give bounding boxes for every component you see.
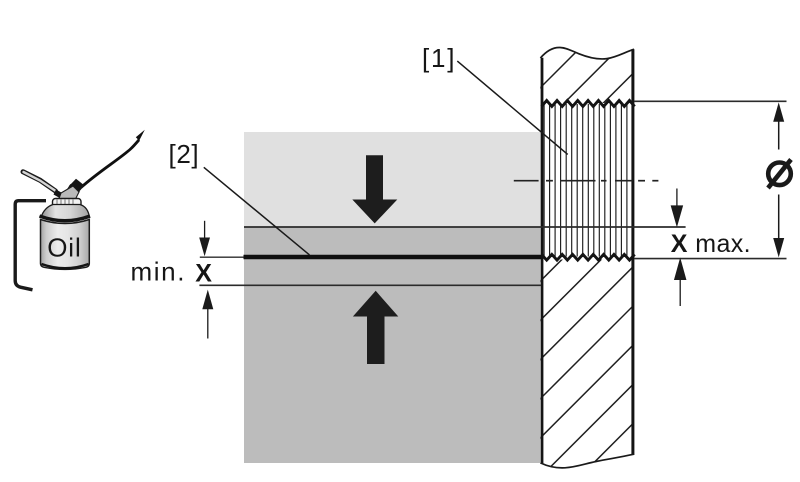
svg-text:[1]: [1]: [422, 43, 456, 73]
svg-text:X: X: [195, 259, 212, 287]
svg-text:[2]: [2]: [169, 139, 200, 169]
svg-text:Oil: Oil: [47, 232, 81, 262]
svg-text:min.: min.: [131, 256, 187, 286]
svg-text:X max.: X max.: [671, 230, 751, 258]
